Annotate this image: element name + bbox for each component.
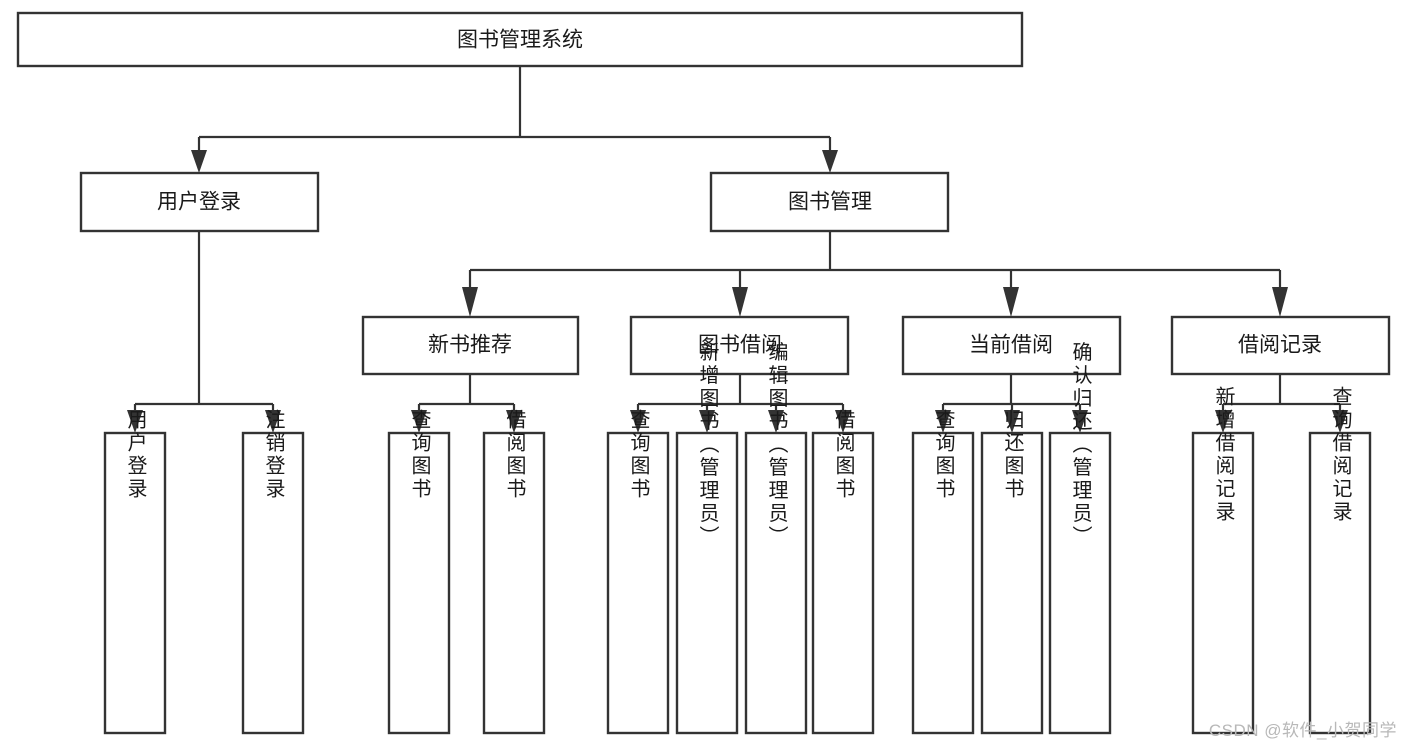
leaf-label: 新增图书（管理员）: [696, 341, 719, 548]
leaf-box[interactable]: [103, 431, 167, 735]
leaf-box[interactable]: [980, 431, 1044, 735]
leaf-borrow-add-book[interactable]: 新增图书（管理员）: [675, 341, 739, 735]
node-root-box[interactable]: [16, 11, 1024, 68]
arrow-head-icon: [1003, 287, 1019, 317]
node-book-management-box[interactable]: [709, 171, 950, 233]
arrow-head-icon: [1215, 410, 1231, 433]
leaf-borrow-borrow-book[interactable]: 借阅图书: [811, 409, 875, 735]
leaf-box[interactable]: [606, 431, 670, 735]
node-book-borrow[interactable]: 图书借阅: [629, 315, 850, 376]
leaf-box[interactable]: [811, 431, 875, 735]
node-current-borrow-box[interactable]: [901, 315, 1122, 376]
node-root-label: 图书管理系统: [457, 29, 583, 52]
leaf-recommend-query-book[interactable]: 查询图书: [387, 409, 451, 735]
node-borrow-record[interactable]: 借阅记录: [1170, 315, 1391, 376]
leaf-label: 新增借阅记录: [1212, 386, 1235, 524]
node-user-login[interactable]: 用户登录: [79, 171, 320, 233]
leaf-label: 查询图书: [932, 409, 955, 501]
node-current-borrow[interactable]: 当前借阅: [901, 315, 1122, 376]
arrow-head-icon: [935, 410, 951, 433]
node-new-book-recommend[interactable]: 新书推荐: [361, 315, 580, 376]
node-book-management[interactable]: 图书管理: [709, 171, 950, 233]
leaf-borrow-edit-book[interactable]: 编辑图书（管理员）: [744, 341, 808, 735]
leaf-box[interactable]: [1191, 431, 1255, 735]
arrow-head-icon: [1004, 410, 1020, 433]
node-user-login-box[interactable]: [79, 171, 320, 233]
leaf-label: 查询借阅记录: [1329, 386, 1352, 524]
node-new-book-recommend-label: 新书推荐: [428, 334, 512, 357]
arrow-head-icon: [127, 410, 143, 433]
leaf-label: 查询图书: [627, 409, 650, 501]
arrow-head-icon: [835, 410, 851, 433]
arrow-head-icon: [1332, 410, 1348, 433]
leaf-label: 借阅图书: [503, 409, 526, 501]
leaf-label: 注销登录: [262, 409, 285, 501]
arrow-head-icon: [822, 150, 838, 173]
node-current-borrow-label: 当前借阅: [969, 334, 1053, 357]
arrow-head-icon: [462, 287, 478, 317]
arrow-head-icon: [768, 410, 784, 433]
leaf-user-login-1[interactable]: 用户登录: [103, 409, 167, 735]
arrow-head-icon: [630, 410, 646, 433]
leaf-box[interactable]: [744, 431, 808, 735]
node-book-borrow-label: 图书借阅: [698, 334, 782, 357]
leaf-label: 用户登录: [124, 409, 147, 501]
node-book-borrow-box[interactable]: [629, 315, 850, 376]
leaf-box[interactable]: [1308, 431, 1372, 735]
leaf-borrow-query-book[interactable]: 查询图书: [606, 409, 670, 735]
node-book-management-label: 图书管理: [788, 191, 872, 214]
leaf-current-return-book[interactable]: 归还图书: [980, 409, 1044, 735]
leaf-label: 编辑图书（管理员）: [765, 341, 788, 548]
leaf-label: 确认归还（管理员）: [1069, 341, 1092, 548]
leaf-recommend-borrow-book[interactable]: 借阅图书: [482, 409, 546, 735]
leaf-box[interactable]: [482, 431, 546, 735]
leaf-current-query-book[interactable]: 查询图书: [911, 409, 975, 735]
node-new-book-recommend-box[interactable]: [361, 315, 580, 376]
arrow-head-icon: [411, 410, 427, 433]
arrow-head-icon: [732, 287, 748, 317]
arrow-head-icon: [699, 410, 715, 433]
leaf-current-confirm-return[interactable]: 确认归还（管理员）: [1048, 341, 1112, 735]
leaf-label: 借阅图书: [832, 409, 855, 501]
leaf-record-query[interactable]: 查询借阅记录: [1308, 386, 1372, 735]
leaf-box[interactable]: [675, 431, 739, 735]
leaf-box[interactable]: [241, 431, 305, 735]
leaf-label: 查询图书: [408, 409, 431, 501]
arrow-head-icon: [1272, 287, 1288, 317]
connector-layer: [127, 66, 1348, 433]
node-borrow-record-box[interactable]: [1170, 315, 1391, 376]
node-borrow-record-label: 借阅记录: [1238, 334, 1322, 357]
leaf-user-logout[interactable]: 注销登录: [241, 409, 305, 735]
node-user-login-label: 用户登录: [157, 191, 241, 214]
arrow-head-icon: [191, 150, 207, 173]
leaf-box[interactable]: [911, 431, 975, 735]
arrow-head-icon: [506, 410, 522, 433]
arrow-head-icon: [265, 410, 281, 433]
leaf-label: 归还图书: [1001, 409, 1024, 501]
csdn-watermark: CSDN @软件_小贺同学: [1208, 721, 1397, 740]
arrow-head-icon: [1072, 410, 1088, 433]
leaf-box[interactable]: [1048, 431, 1112, 735]
leaf-box[interactable]: [387, 431, 451, 735]
leaf-record-add[interactable]: 新增借阅记录: [1191, 386, 1255, 735]
node-root[interactable]: 图书管理系统: [16, 11, 1024, 68]
